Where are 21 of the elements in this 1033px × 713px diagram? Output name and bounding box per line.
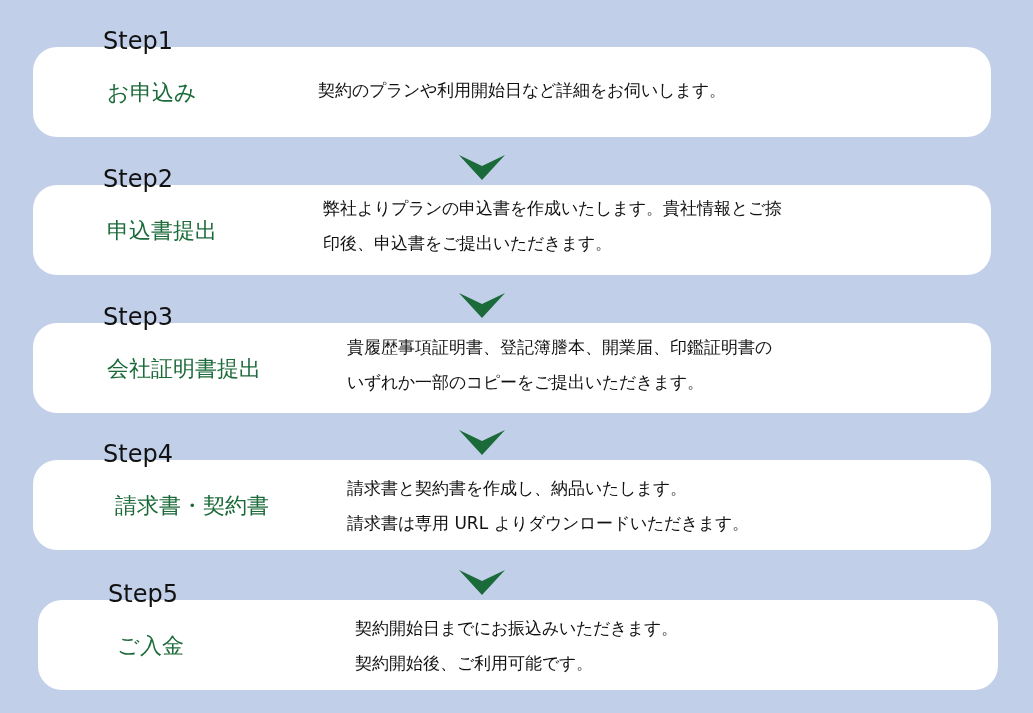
- step-description: 契約開始日までにお振込みいただきます。: [355, 617, 679, 640]
- chevron-arrow: [459, 430, 505, 455]
- chevron-arrow: [459, 570, 505, 595]
- step-description: 契約のプランや利用開始日など詳細をお伺いします。: [318, 79, 727, 102]
- step-description: 請求書は専用 URL よりダウンロードいただきます。: [347, 512, 750, 535]
- chevron-arrow: [459, 155, 505, 180]
- step-description: 契約開始後、ご利用可能です。: [355, 652, 594, 675]
- step-description: 弊社よりプランの申込書を作成いたします。貴社情報とご捺印後、申込書をご提出いただきます。: [323, 197, 783, 255]
- step-label: Step4: [103, 440, 173, 468]
- step-label: Step5: [108, 580, 178, 608]
- step-title: 請求書・契約書: [115, 492, 269, 520]
- step-label: Step2: [103, 165, 173, 193]
- step-label: Step1: [103, 27, 173, 55]
- step-description: 貴履歴事項証明書、登記簿謄本、開業届、印鑑証明書のいずれか一部のコピーをご提出いただきます。: [347, 336, 773, 394]
- step-title: お申込み: [107, 79, 197, 107]
- step-description: 請求書と契約書を作成し、納品いたします。: [347, 477, 688, 500]
- chevron-arrow: [459, 293, 505, 318]
- step-title: ご入金: [117, 632, 184, 660]
- step-label: Step3: [103, 303, 173, 331]
- step-title: 会社証明書提出: [107, 355, 261, 383]
- step-title: 申込書提出: [107, 217, 217, 245]
